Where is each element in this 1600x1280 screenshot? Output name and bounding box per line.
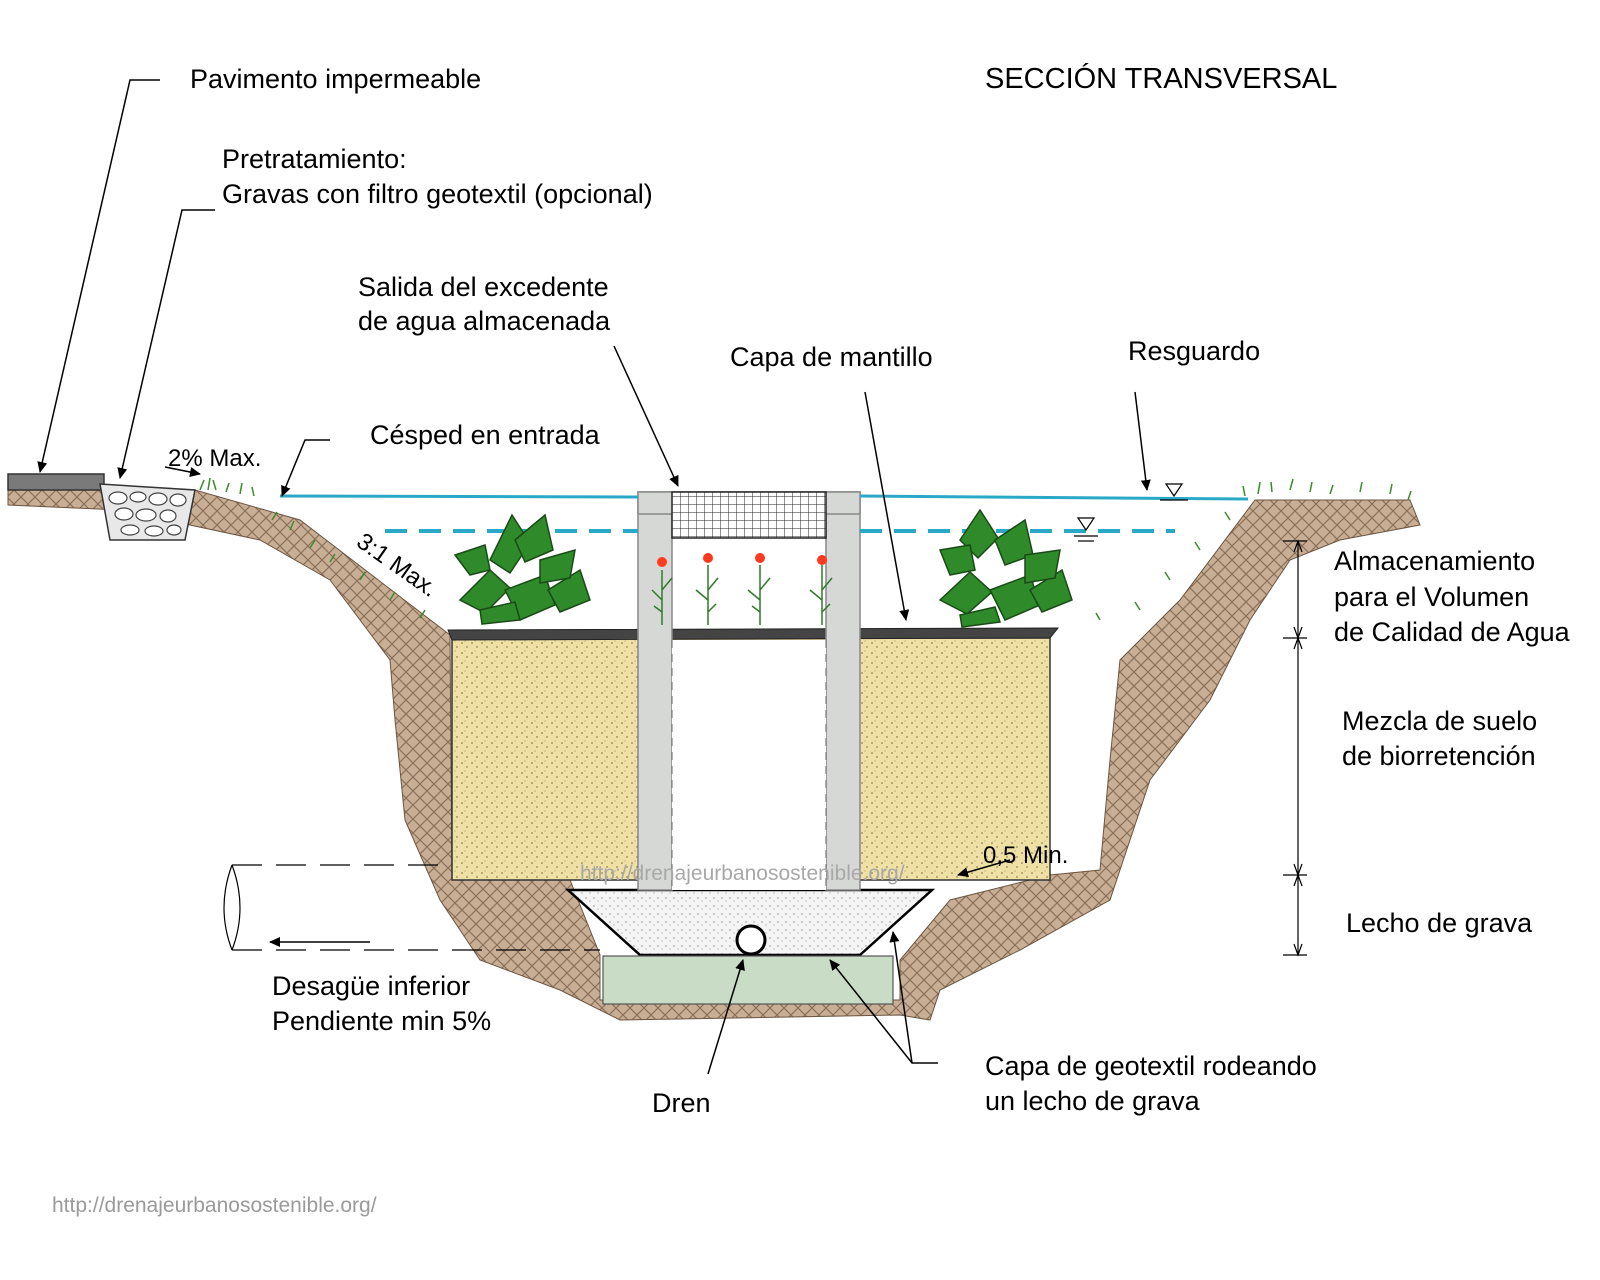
gravel-bed-base xyxy=(602,955,894,1005)
label-mezcla-line2: de biorretención xyxy=(1342,741,1536,771)
diagram-title: SECCIÓN TRANSVERSAL xyxy=(985,62,1337,95)
leader-lines xyxy=(37,79,1151,1075)
water-level-max-right xyxy=(859,494,1249,501)
label-pavimento: Pavimento impermeable xyxy=(190,64,481,94)
water-level-symbol xyxy=(1074,483,1188,542)
center-watermark: http://drenajeurbanosostenible.org/ xyxy=(580,862,905,885)
label-mezcla-line1: Mezcla de suelo xyxy=(1342,706,1537,736)
label-almacenamiento-line1: Almacenamiento xyxy=(1334,546,1535,576)
water-level-max xyxy=(279,494,639,499)
label-cesped: Césped en entrada xyxy=(370,420,601,450)
label-salida-line1: Salida del excedente xyxy=(358,272,609,302)
label-mantillo: Capa de mantillo xyxy=(730,342,933,372)
mulch-layer xyxy=(447,627,1060,641)
flowering-plants xyxy=(651,565,833,625)
label-almacenamiento-line2: para el Volumen xyxy=(1334,582,1529,612)
underdrain-outlet xyxy=(223,864,600,951)
impermeable-pavement xyxy=(7,473,105,491)
label-lecho: Lecho de grava xyxy=(1346,908,1533,938)
overflow-structure xyxy=(637,491,861,891)
label-dren: Dren xyxy=(652,1088,711,1118)
gravel-stones xyxy=(108,491,187,537)
label-geotextil-line2: un lecho de grava xyxy=(985,1086,1201,1116)
label-desague-line1: Desagüe inferior xyxy=(272,971,470,1001)
label-resguardo: Resguardo xyxy=(1128,336,1260,366)
label-minimo: 0,5 Min. xyxy=(983,842,1068,869)
label-pendiente-entrada: 2% Max. xyxy=(168,445,261,472)
drain-pipe xyxy=(735,924,767,956)
dimension-lines xyxy=(1283,539,1307,957)
soil-body xyxy=(7,489,1421,1021)
grass-tufts xyxy=(199,477,1412,621)
right-shrub xyxy=(938,508,1073,628)
left-shrub xyxy=(453,513,591,625)
label-almacenamiento-line3: de Calidad de Agua xyxy=(1334,617,1571,647)
flower-blooms xyxy=(657,553,827,567)
footer-watermark: http://drenajeurbanosostenible.org/ xyxy=(52,1194,377,1217)
label-desague-line2: Pendiente min 5% xyxy=(272,1006,491,1036)
label-geotextil-line1: Capa de geotextil rodeando xyxy=(985,1051,1317,1081)
label-pretratamiento-line1: Pretratamiento: xyxy=(222,144,407,174)
label-pretratamiento-line2: Gravas con filtro geotextil (opcional) xyxy=(222,179,653,209)
overflow-grate xyxy=(671,491,827,539)
label-salida-line2: de agua almacenada xyxy=(358,306,611,336)
